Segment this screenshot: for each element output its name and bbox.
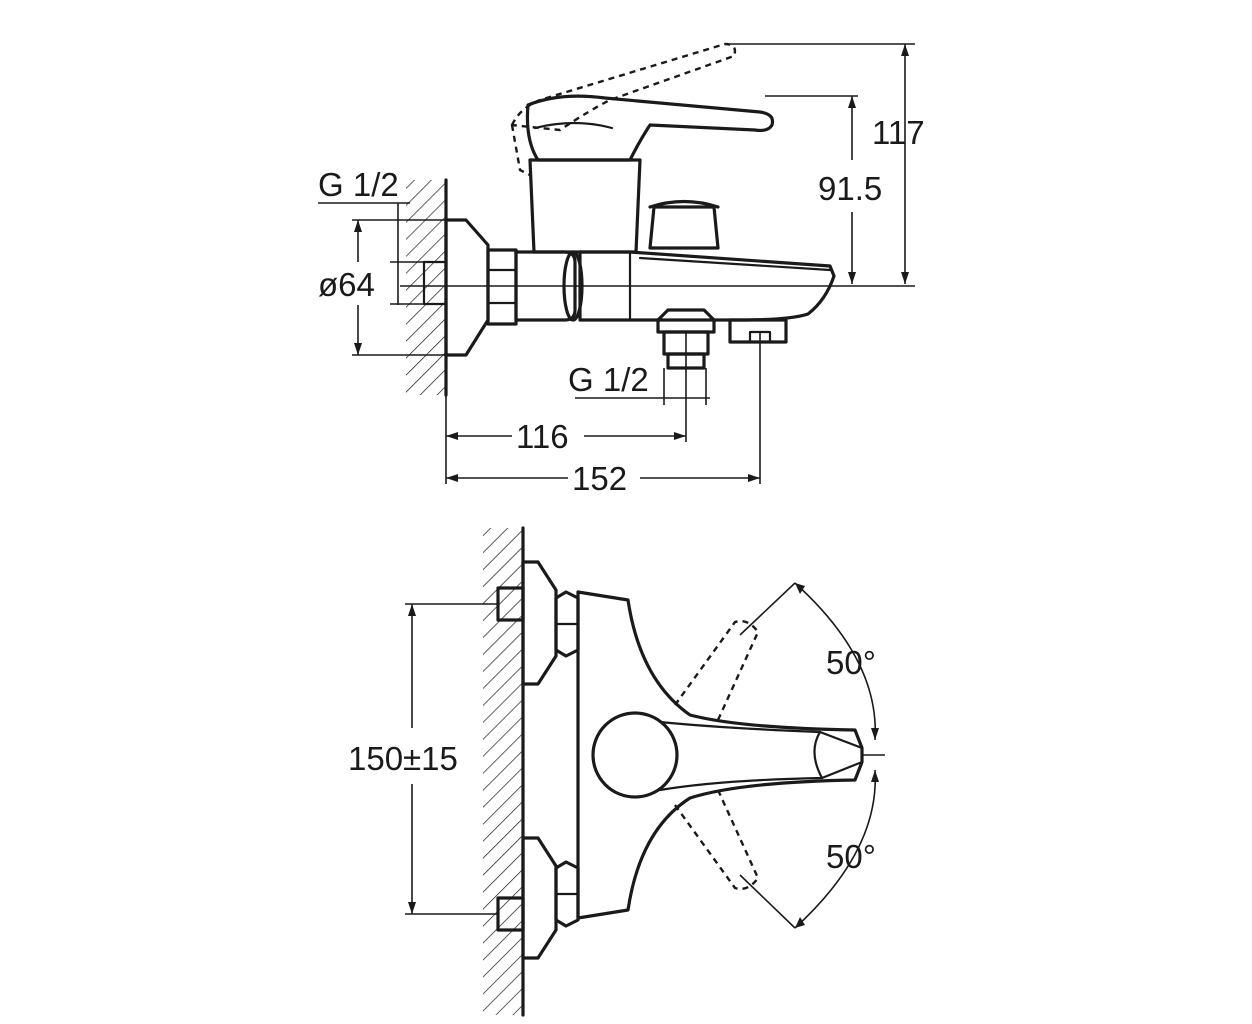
center-distance-label: 150±15 <box>348 740 458 777</box>
lever <box>525 94 775 162</box>
top-wall-hatch <box>483 528 523 1015</box>
flange-diameter-label: ø64 <box>318 266 375 303</box>
cartridge-column <box>528 158 642 254</box>
flange-diameter-dim: ø64 <box>318 219 446 356</box>
angle-down-label: 50° <box>826 838 876 875</box>
angle-arcs: 50° 50° <box>739 582 885 929</box>
height-117-label: 117 <box>872 114 925 151</box>
length-116-label: 116 <box>516 418 569 455</box>
length-116-dim: 116 <box>445 332 687 484</box>
lever-up-outline <box>674 619 760 721</box>
angle-up-label: 50° <box>826 644 876 681</box>
hex-nut <box>486 248 518 326</box>
side-wall <box>406 178 448 397</box>
aerator <box>728 318 788 344</box>
top-wall <box>483 526 525 1017</box>
height-91-5-label: 91.5 <box>818 170 882 207</box>
cartridge-cap <box>591 711 679 799</box>
center-distance-dim: 150±15 <box>348 603 498 915</box>
height-117-dim: 117 <box>730 43 925 284</box>
length-152-dim: 152 <box>446 332 761 497</box>
inlet-thread-label: G 1/2 <box>318 166 399 203</box>
length-152-label: 152 <box>572 460 627 497</box>
wall-flange <box>444 218 490 357</box>
top-view: 50° 50° 150±15 <box>348 526 885 1017</box>
side-wall-hatch <box>406 180 446 395</box>
side-view: G 1/2 ø64 G 1/2 <box>318 42 925 497</box>
outlet-thread-dim: G 1/2 <box>568 361 710 405</box>
outlet-thread-label: G 1/2 <box>568 361 649 398</box>
lever-raised-outline <box>510 42 737 132</box>
height-91-5-dim: 91.5 <box>765 95 882 284</box>
diverter-knob <box>648 199 720 250</box>
lever-top <box>658 720 824 792</box>
lever-down-outline <box>674 789 760 891</box>
